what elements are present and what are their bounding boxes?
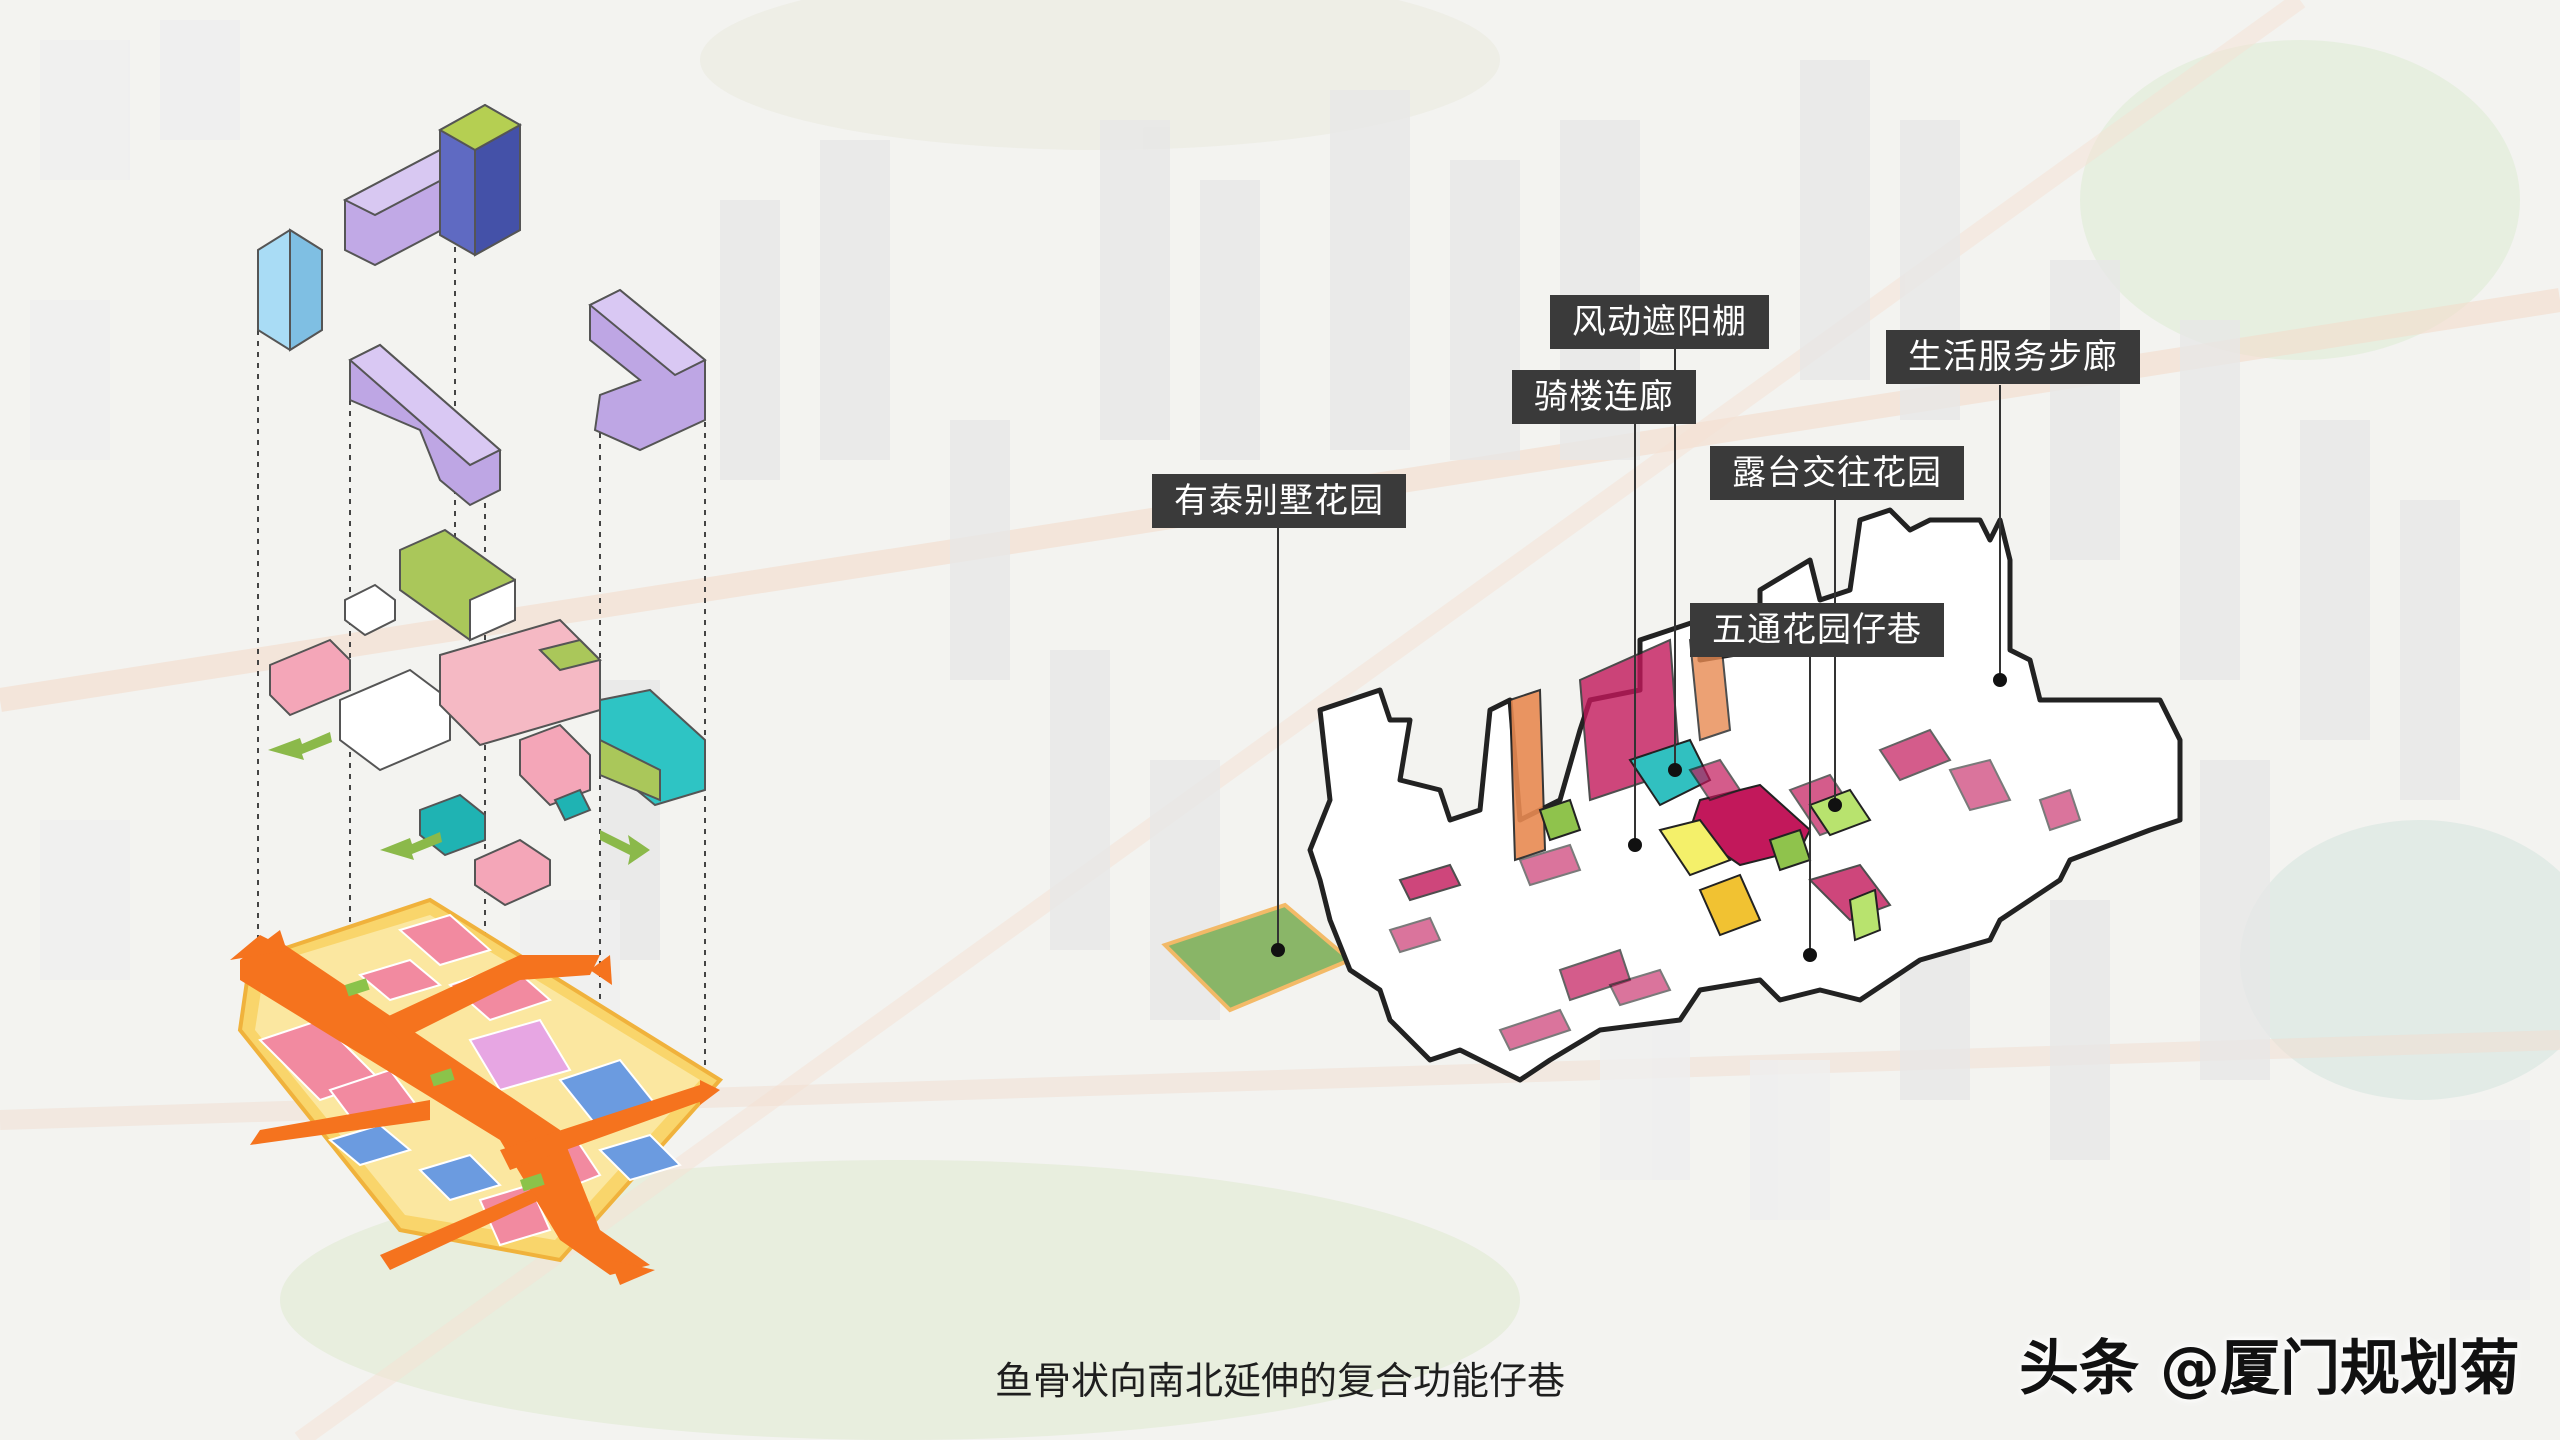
middle-arrows xyxy=(268,732,650,865)
callout-terrace-garden: 露台交往花园 xyxy=(1710,446,1964,500)
callout-wutong-garden-lane: 五通花园仔巷 xyxy=(1690,603,1944,657)
villa-garden-plot xyxy=(1161,902,1354,1013)
watermark: 头条 @厦门规划菊 xyxy=(2019,1334,2520,1404)
exploded-axonometric xyxy=(230,103,724,1285)
callout-life-service-walk: 生活服务步廊 xyxy=(1886,330,2140,384)
base-plan-layer xyxy=(230,897,724,1285)
leader-dots xyxy=(1271,673,2007,962)
callout-arcade-corridor: 骑楼连廊 xyxy=(1512,370,1696,424)
caption: 鱼骨状向南北延伸的复合功能仔巷 xyxy=(994,1359,1565,1403)
site-massing xyxy=(1161,345,2183,1083)
callout-wind-canopy: 风动遮阳棚 xyxy=(1550,295,1769,349)
callout-youtai-villa-garden: 有泰别墅花园 xyxy=(1152,474,1406,528)
podium-layer xyxy=(269,528,706,907)
tower-layer xyxy=(257,103,707,507)
